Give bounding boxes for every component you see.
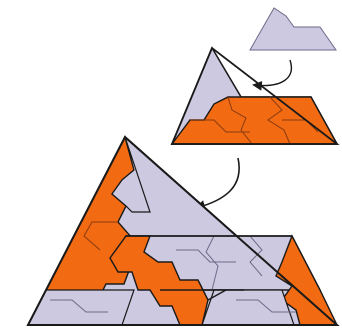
medium-inner-line-2: [267, 96, 291, 145]
large-inner-line-f: [83, 221, 118, 251]
large-inner-line-b: [176, 249, 236, 263]
large-inner-line-d: [249, 235, 263, 277]
arrow-to-medium: [252, 59, 292, 91]
medium-triangle: [170, 46, 340, 145]
medium-inner-line-1: [227, 96, 253, 145]
large-inner-line-e: [236, 299, 296, 313]
large-triangle: [26, 135, 340, 326]
single-tile-piece: [249, 7, 337, 51]
large-inner-line-a: [50, 299, 108, 313]
medium-orange-band: [170, 96, 339, 145]
arrow-to-large: [193, 157, 240, 212]
large-right-orange: [275, 234, 339, 326]
large-inner-line-c: [205, 235, 219, 291]
large-triangle-outline: [26, 135, 340, 326]
medium-inner-line-3: [190, 119, 250, 133]
large-apex-lavender: [111, 136, 151, 213]
medium-triangle-outline: [170, 46, 340, 145]
single-tile: [249, 7, 337, 51]
large-inner-edge-3: [207, 289, 227, 301]
